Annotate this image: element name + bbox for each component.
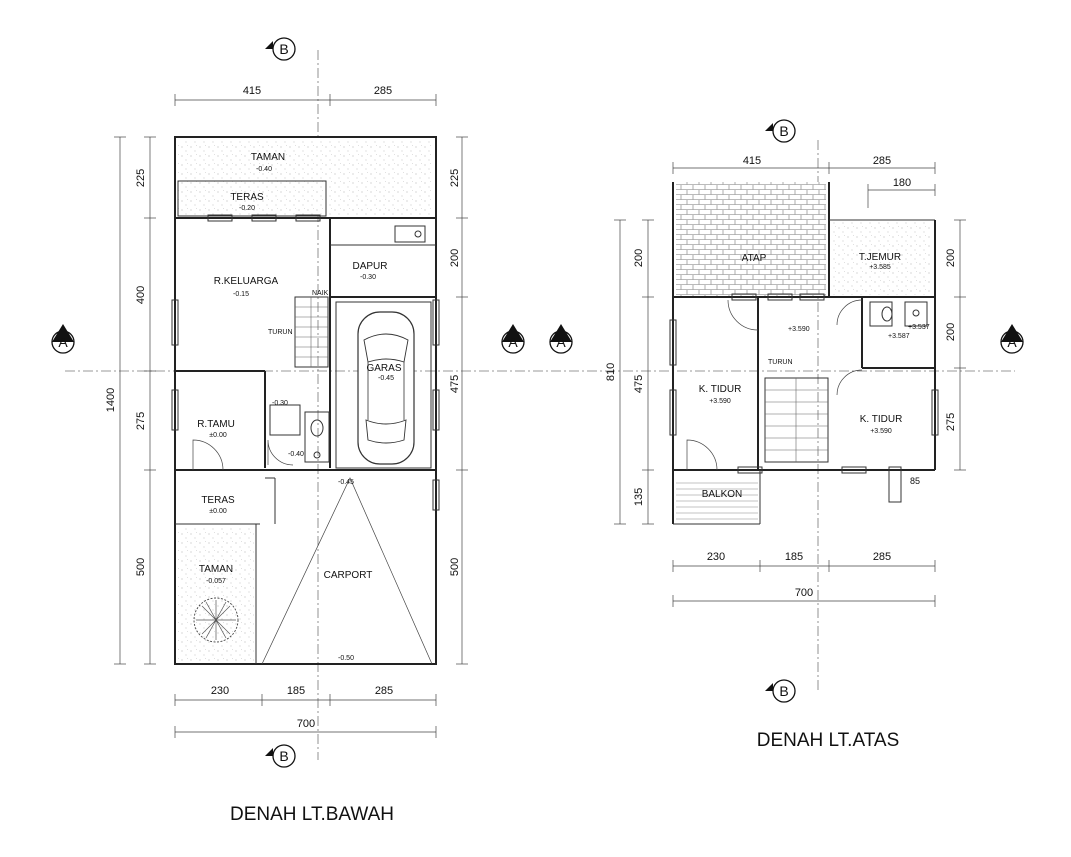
upper-floor-labels: ATAP T.JEMUR +3.585 K. TIDUR +3.590 K. T… xyxy=(699,252,930,500)
level-stair-landing: -0.30 xyxy=(272,400,288,407)
level-carport: -0.50 xyxy=(338,655,354,662)
room-dapur: DAPUR xyxy=(352,261,387,272)
section-marker-a-right: A xyxy=(1000,324,1024,354)
car-icon xyxy=(357,311,415,465)
level-teras-top: -0.20 xyxy=(239,205,255,212)
dim-top-2: 285 xyxy=(374,85,392,97)
upper-dim-top-2: 285 xyxy=(873,155,891,167)
dim-left-1: 225 xyxy=(135,169,147,187)
upper-floor-plan xyxy=(669,182,939,525)
dim-right-1: 225 xyxy=(449,169,461,187)
level-wc1: +3.537 xyxy=(908,324,930,331)
svg-text:A: A xyxy=(58,334,68,350)
dim-right-2: 200 xyxy=(449,249,461,267)
level-k-tidur-left: +3.590 xyxy=(709,398,731,405)
section-marker-b-bottom: B xyxy=(265,744,296,768)
room-r-tamu: R.TAMU xyxy=(197,419,235,430)
section-marker-a-left: A xyxy=(51,324,75,354)
level-r-tamu: ±0.00 xyxy=(209,432,227,439)
room-teras-top: TERAS xyxy=(230,192,264,203)
upper-dim-top-1: 415 xyxy=(743,155,761,167)
level-r-keluarga: -0.15 xyxy=(233,291,249,298)
level-teras-bottom: ±0.00 xyxy=(209,508,227,515)
level-taman-bottom: -0.057 xyxy=(206,578,226,585)
dim-left-3: 275 xyxy=(135,412,147,430)
upper-dim-right-small: 85 xyxy=(910,476,920,486)
svg-text:A: A xyxy=(1007,334,1017,350)
room-k-tidur-right: K. TIDUR xyxy=(860,414,903,425)
room-t-jemur: T.JEMUR xyxy=(859,252,901,263)
ground-floor-labels: TAMAN -0.40 TERAS -0.20 R.KELUARGA -0.15… xyxy=(197,152,402,662)
upper-dim-bottom-1: 230 xyxy=(707,551,725,563)
room-balkon: BALKON xyxy=(702,489,743,500)
ground-floor-plan xyxy=(171,136,440,665)
level-dapur: -0.30 xyxy=(360,274,376,281)
dim-top-1: 415 xyxy=(243,85,261,97)
level-wc2: +3.587 xyxy=(888,333,910,340)
upper-dim-total: 700 xyxy=(795,587,813,599)
dim-bottom-2: 185 xyxy=(287,685,305,697)
upper-dim-left-3: 135 xyxy=(633,488,645,506)
tree-icon xyxy=(193,597,239,643)
section-marker-b-upper-top: B xyxy=(765,119,796,143)
ground-floor-dimensions: 415 285 230 185 285 700 225 400 275 500 … xyxy=(105,85,468,738)
title-ground-floor: DENAH LT.BAWAH xyxy=(230,804,394,825)
level-wc: -0.40 xyxy=(288,451,304,458)
title-upper-floor: DENAH LT.ATAS xyxy=(757,730,900,751)
stair-turun-label: TURUN xyxy=(268,329,293,336)
room-r-keluarga: R.KELUARGA xyxy=(214,276,279,287)
upper-floor-dimensions: 415 285 180 230 185 285 700 200 475 135 … xyxy=(605,155,966,607)
section-marker-b-top: B xyxy=(265,37,296,61)
room-k-tidur-left: K. TIDUR xyxy=(699,384,742,395)
upper-dim-right-2: 200 xyxy=(945,323,957,341)
dim-total: 700 xyxy=(297,718,315,730)
room-atap: ATAP xyxy=(742,253,767,264)
upper-dim-left-1: 200 xyxy=(633,249,645,267)
section-marker-b-upper-bottom: B xyxy=(765,679,796,703)
svg-text:A: A xyxy=(508,334,518,350)
level-t-jemur: +3.585 xyxy=(869,264,891,271)
room-garas: GARAS xyxy=(366,363,401,374)
section-markers: B B B B A A A xyxy=(51,37,1024,768)
dim-bottom-3: 285 xyxy=(375,685,393,697)
section-marker-a-mid-right: A xyxy=(549,324,573,354)
upper-dim-right-3: 275 xyxy=(945,413,957,431)
dim-right-4: 500 xyxy=(449,558,461,576)
room-taman-bottom: TAMAN xyxy=(199,564,233,575)
level-k-tidur-right: +3.590 xyxy=(870,428,892,435)
section-marker-a-mid-left: A xyxy=(501,324,525,354)
dim-right-3: 475 xyxy=(449,375,461,393)
upper-dim-bottom-2: 185 xyxy=(785,551,803,563)
stair-naik-label: NAIK xyxy=(312,290,329,297)
room-teras-bottom: TERAS xyxy=(201,495,235,506)
level-hall: +3.590 xyxy=(788,326,810,333)
level-taman-top: -0.40 xyxy=(256,166,272,173)
room-carport: CARPORT xyxy=(324,570,373,581)
level-garage-edge: -0.45 xyxy=(338,479,354,486)
upper-dim-bottom-3: 285 xyxy=(873,551,891,563)
upper-dim-overall: 810 xyxy=(605,363,617,381)
svg-text:B: B xyxy=(279,748,288,764)
dim-left-2: 400 xyxy=(135,286,147,304)
svg-text:B: B xyxy=(779,123,788,139)
dim-overall: 1400 xyxy=(105,388,117,412)
svg-text:B: B xyxy=(279,41,288,57)
upper-dim-top-sub: 180 xyxy=(893,177,911,189)
level-garas: -0.45 xyxy=(378,375,394,382)
svg-text:B: B xyxy=(779,683,788,699)
stair-turun-label-upper: TURUN xyxy=(768,359,793,366)
room-taman-top: TAMAN xyxy=(251,152,285,163)
upper-dim-left-2: 475 xyxy=(633,375,645,393)
dim-left-4: 500 xyxy=(135,558,147,576)
upper-dim-right-1: 200 xyxy=(945,249,957,267)
dim-bottom-1: 230 xyxy=(211,685,229,697)
svg-text:A: A xyxy=(556,334,566,350)
